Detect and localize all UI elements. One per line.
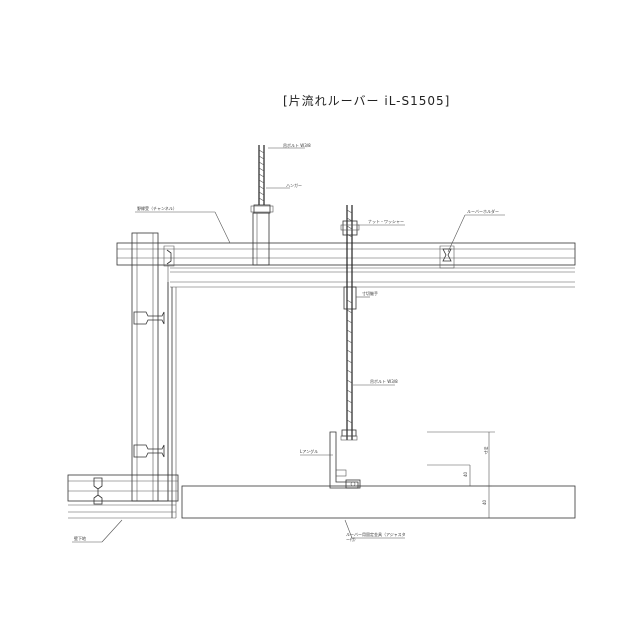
callout-louver-fixing: ルーバー用固定金具（アジャスター付）: [346, 532, 406, 542]
callout-nut-washer: ナット・ワッシャー: [368, 219, 404, 224]
callout-louver-holder: ルーバーホルダー: [467, 209, 499, 214]
bottom-left-beam: [67, 474, 179, 519]
dimension-label-3: 40: [482, 499, 488, 506]
louver-holder-clip: [439, 245, 455, 269]
callout-hanger-bolt-top: 吊ボルト W3/8: [283, 143, 311, 148]
callout-leaders: [72, 147, 505, 543]
drawing-title: [片流れルーバー iL-S1505]: [283, 94, 451, 108]
callout-wall: 壁下地: [74, 536, 86, 541]
callout-coupler: 寸切継手: [362, 291, 378, 296]
dimension-label-1: 寸法: [483, 446, 489, 455]
callout-hanger-bolt-mid: 吊ボルト W3/8: [370, 379, 398, 384]
hanger-bolt-right: [340, 205, 360, 441]
l-bracket: [329, 431, 361, 489]
ceiling-channel: [116, 242, 576, 288]
callout-l-bracket: Lアングル: [300, 449, 319, 454]
dimension-lines: [427, 431, 495, 518]
hanger-bolt-left: [250, 145, 274, 266]
callout-ceiling-channel: 野縁受（チャンネル）: [137, 206, 177, 211]
ceiling-board: [181, 485, 576, 519]
dimension-label-2: 40: [463, 471, 469, 478]
callout-hanger: ハンガー: [286, 183, 302, 188]
